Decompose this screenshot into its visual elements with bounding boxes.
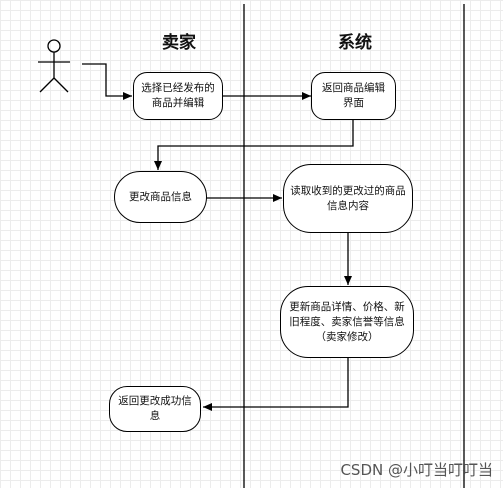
- node-return-success[interactable]: 返回更改成功信息: [109, 386, 201, 432]
- node-change-info[interactable]: 更改商品信息: [114, 171, 207, 223]
- node-select-product[interactable]: 选择已经发布的商品并编辑: [133, 72, 223, 120]
- actor-stick-figure-icon: [38, 39, 70, 93]
- lane-title-system: 系统: [338, 33, 372, 53]
- node-update-details[interactable]: 更新商品详情、价格、新旧程度、卖家信誉等信息（卖家修改）: [280, 286, 414, 358]
- lane-title-seller: 卖家: [162, 33, 196, 53]
- connector-actor-to-select: [82, 63, 132, 100]
- connector-update-to-success: [203, 358, 349, 411]
- connector-edit-page-to-change: [154, 120, 354, 170]
- node-return-edit-page[interactable]: 返回商品编辑界面: [311, 72, 396, 120]
- watermark: CSDN @小叮当叮叮当: [340, 461, 493, 479]
- node-read-changes[interactable]: 读取收到的更改过的商品信息内容: [283, 164, 413, 233]
